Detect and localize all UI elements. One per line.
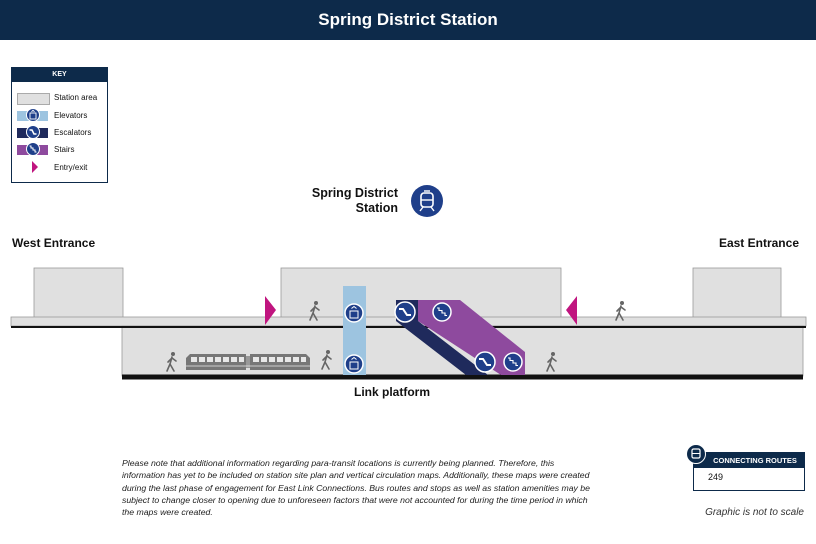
entry-exit-arrow-west [265,296,276,325]
connecting-routes-box: CONNECTING ROUTES 249 [693,452,805,491]
escalator-icon-upper [394,301,416,323]
legend-item-escalators: Escalators [12,125,107,141]
train-icon [186,354,310,370]
connecting-routes-title: CONNECTING ROUTES [694,453,804,468]
escalator-icon-lower [474,351,496,373]
legend-label: Elevators [54,111,88,120]
light-rail-icon [411,185,443,217]
legend-label: Escalators [54,128,92,137]
elevator-icon-lower [344,354,364,374]
legend-title: KEY [12,68,107,82]
pedestrian-icon [309,301,320,321]
legend-label: Station area [54,93,98,102]
west-entrance-label: West Entrance [12,236,96,250]
pedestrian-icon [546,352,557,372]
station-name: Spring District Station [290,186,398,216]
elevator-icon [26,108,40,122]
legend-label: Entry/exit [54,163,88,172]
entry-exit-arrow-east [566,296,577,325]
station-name-line1: Spring District [311,186,398,200]
west-entrance-building [33,267,124,319]
platform-label: Link platform [354,385,431,399]
page-header: Spring District Station [0,0,816,40]
pedestrian-icon [166,352,177,372]
legend-item-station-area: Station area [12,90,107,106]
pedestrian-icon [615,301,626,321]
legend-item-elevators: Elevators [12,108,107,124]
connecting-routes-value: 249 [708,472,724,482]
east-entrance-building [692,267,782,319]
station-area-swatch [17,93,50,105]
east-entrance-label: East Entrance [718,236,799,250]
station-name-line2: Station [355,201,398,215]
escalator-icon [26,125,40,139]
page-title: Spring District Station [318,10,498,29]
legend-item-entry-exit: Entry/exit [12,160,107,176]
bus-icon [686,444,706,464]
legend-item-stairs: Stairs [12,142,107,158]
stairs-icon-lower [503,352,523,372]
scale-note: Graphic is not to scale [705,507,804,518]
elevator-icon-upper [344,303,364,323]
legend-label: Stairs [54,145,75,154]
entry-exit-icon [32,161,38,173]
stairs-icon [26,142,40,156]
disclaimer-note: Please note that additional information … [122,458,590,518]
legend-key: KEY Station area Elevators Escalators St… [11,67,108,183]
pedestrian-icon [321,350,332,370]
stairs-icon-upper [432,302,452,322]
